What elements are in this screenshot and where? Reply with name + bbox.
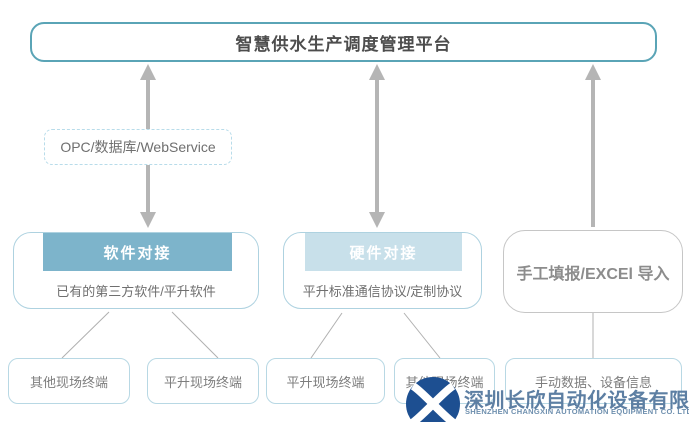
connection-method-label: OPC/数据库/WebService	[60, 139, 216, 155]
terminal-label: 手动数据、设备信息	[534, 374, 652, 390]
terminal-connectors	[61, 311, 594, 359]
terminal-box-pingsheng-2: 平升现场终端	[266, 358, 385, 404]
arrow-hardware	[369, 64, 385, 228]
connection-method-label-box: OPC/数据库/WebService	[44, 129, 232, 165]
platform-title: 智慧供水生产调度管理平台	[235, 34, 452, 54]
arrow-manual	[585, 64, 601, 227]
terminal-box-manual-data: 手动数据、设备信息	[505, 358, 682, 404]
terminal-box-pingsheng-1: 平升现场终端	[147, 358, 259, 404]
company-watermark: 深圳长欣自动化设备有限公司 SHENZHEN CHANGXIN AUTOMATI…	[400, 372, 689, 422]
connector-line	[61, 311, 110, 359]
software-docking-header: 软件对接	[43, 233, 232, 271]
connector-line	[171, 311, 219, 359]
terminal-label: 平升现场终端	[286, 374, 365, 390]
software-docking-description: 已有的第三方软件/平升软件	[56, 284, 216, 299]
terminal-label: 平升现场终端	[163, 374, 242, 390]
connector-line	[403, 312, 441, 359]
company-name-cn: 深圳长欣自动化设备有限公司	[464, 390, 689, 412]
company-logo-icon	[406, 377, 460, 422]
hardware-docking-description: 平升标准通信协议/定制协议	[302, 284, 463, 299]
software-docking-box: 软件对接 已有的第三方软件/平升软件	[13, 232, 259, 309]
company-name-en: SHENZHEN CHANGXIN AUTOMATION EQUIPMENT C…	[465, 407, 689, 416]
terminal-label: 其他现场终端	[29, 374, 108, 390]
manual-entry-label: 手工填报/EXCEl 导入	[516, 265, 670, 283]
hardware-docking-box: 硬件对接 平升标准通信协议/定制协议	[283, 232, 482, 309]
connector-line	[310, 312, 343, 359]
manual-entry-box: 手工填报/EXCEl 导入	[503, 230, 683, 313]
hardware-docking-header: 硬件对接	[305, 233, 462, 271]
platform-title-box: 智慧供水生产调度管理平台	[30, 22, 657, 62]
terminal-box-other-1: 其他现场终端	[8, 358, 130, 404]
